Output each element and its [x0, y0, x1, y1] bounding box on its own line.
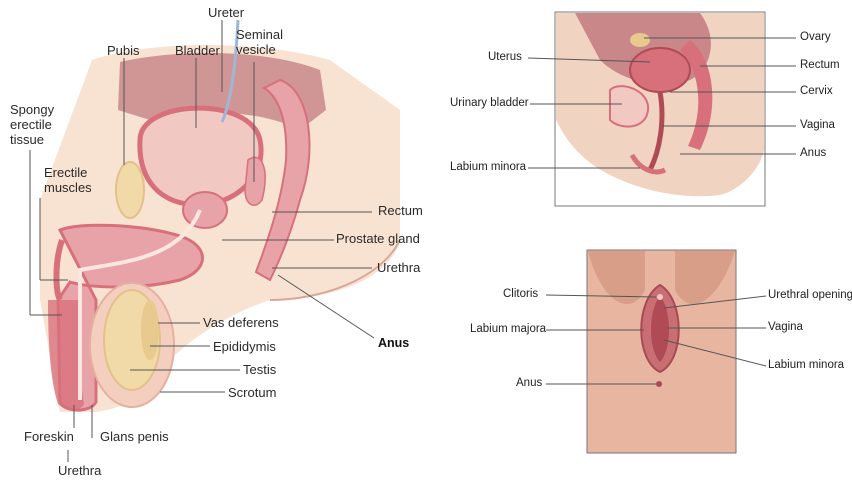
label-pubis: Pubis	[107, 44, 140, 59]
ovary-shape	[630, 33, 650, 47]
label-vas-deferens: Vas deferens	[203, 316, 279, 331]
label-ovary: Ovary	[800, 31, 831, 44]
label-rectum-female: Rectum	[800, 59, 840, 72]
label-urethral-opening: Urethral opening	[768, 289, 852, 302]
label-vagina-sagittal: Vagina	[800, 119, 835, 132]
bladder-shape	[140, 108, 261, 205]
epididymis-shape	[141, 300, 159, 360]
label-foreskin: Foreskin	[24, 430, 74, 445]
label-testis: Testis	[243, 363, 276, 378]
uterus-shape	[630, 48, 690, 92]
label-spongy-erectile-tissue: Spongy erectile tissue	[10, 103, 54, 148]
label-labium-majora: Labium majora	[470, 323, 546, 336]
label-anus-male: Anus	[378, 336, 409, 350]
label-labium-minora-sagittal: Labium minora	[450, 161, 526, 174]
label-labium-minora-external: Labium minora	[768, 359, 844, 372]
pubis-bone	[116, 162, 144, 218]
label-cervix: Cervix	[800, 85, 833, 98]
seminal-vesicle-shape	[245, 157, 265, 205]
label-prostate-gland: Prostate gland	[336, 232, 420, 247]
prostate-shape	[183, 192, 227, 228]
label-glans-penis: Glans penis	[100, 430, 169, 445]
female-external	[587, 250, 736, 453]
label-clitoris: Clitoris	[503, 288, 538, 301]
label-urethra-right: Urethra	[377, 261, 420, 276]
label-vagina-external: Vagina	[768, 321, 803, 334]
label-anus-sagittal: Anus	[800, 147, 826, 160]
female-sagittal	[555, 12, 765, 206]
label-erectile-muscles: Erectile muscles	[44, 166, 92, 196]
label-uterus: Uterus	[488, 51, 522, 64]
label-rectum: Rectum	[378, 204, 423, 219]
label-seminal-vesicle: Seminal vesicle	[236, 28, 283, 58]
label-scrotum: Scrotum	[228, 386, 276, 401]
label-anus-external: Anus	[516, 377, 542, 390]
label-urethra-bottom: Urethra	[58, 464, 101, 479]
label-epididymis: Epididymis	[213, 340, 276, 355]
label-urinary-bladder: Urinary bladder	[450, 97, 529, 110]
label-ureter: Ureter	[208, 6, 244, 21]
anus-shape	[656, 381, 662, 387]
label-bladder: Bladder	[175, 44, 220, 59]
clitoris-shape	[657, 294, 663, 300]
